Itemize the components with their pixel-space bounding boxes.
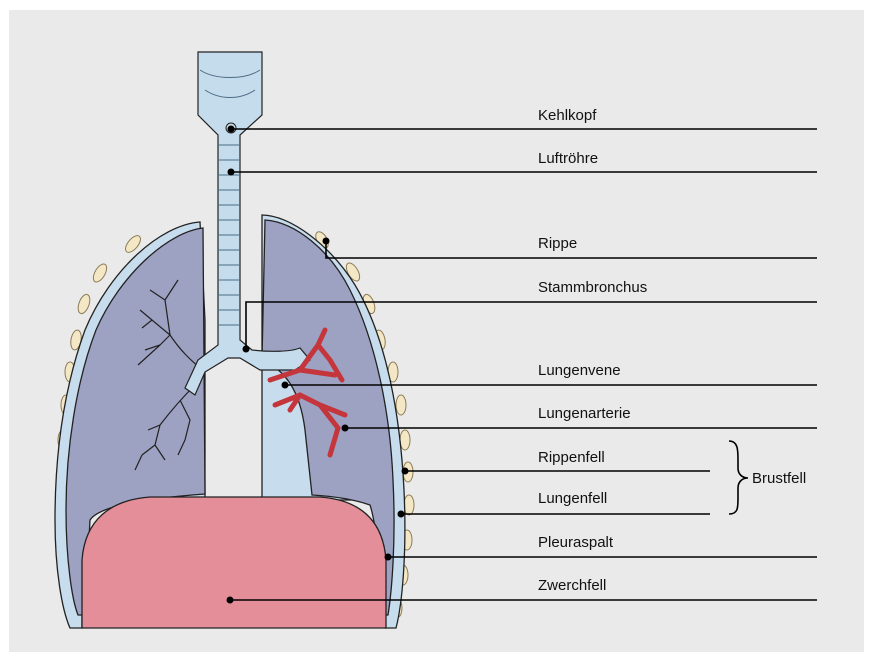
label-rippenfell: Rippenfell (538, 449, 605, 466)
label-lungenfell: Lungenfell (538, 490, 607, 507)
label-luftroehre: Luftröhre (538, 150, 598, 167)
label-rippe: Rippe (538, 235, 577, 252)
label-lungenvene: Lungenvene (538, 362, 621, 379)
label-lungenarterie: Lungenarterie (538, 405, 631, 422)
diaphragm (82, 497, 386, 628)
label-pleuraspalt: Pleuraspalt (538, 534, 614, 551)
label-kehlkopf: Kehlkopf (538, 107, 597, 124)
label-stammbronchus: Stammbronchus (538, 279, 647, 296)
label-brustfell: Brustfell (752, 470, 806, 487)
label-zwerchfell: Zwerchfell (538, 577, 606, 594)
